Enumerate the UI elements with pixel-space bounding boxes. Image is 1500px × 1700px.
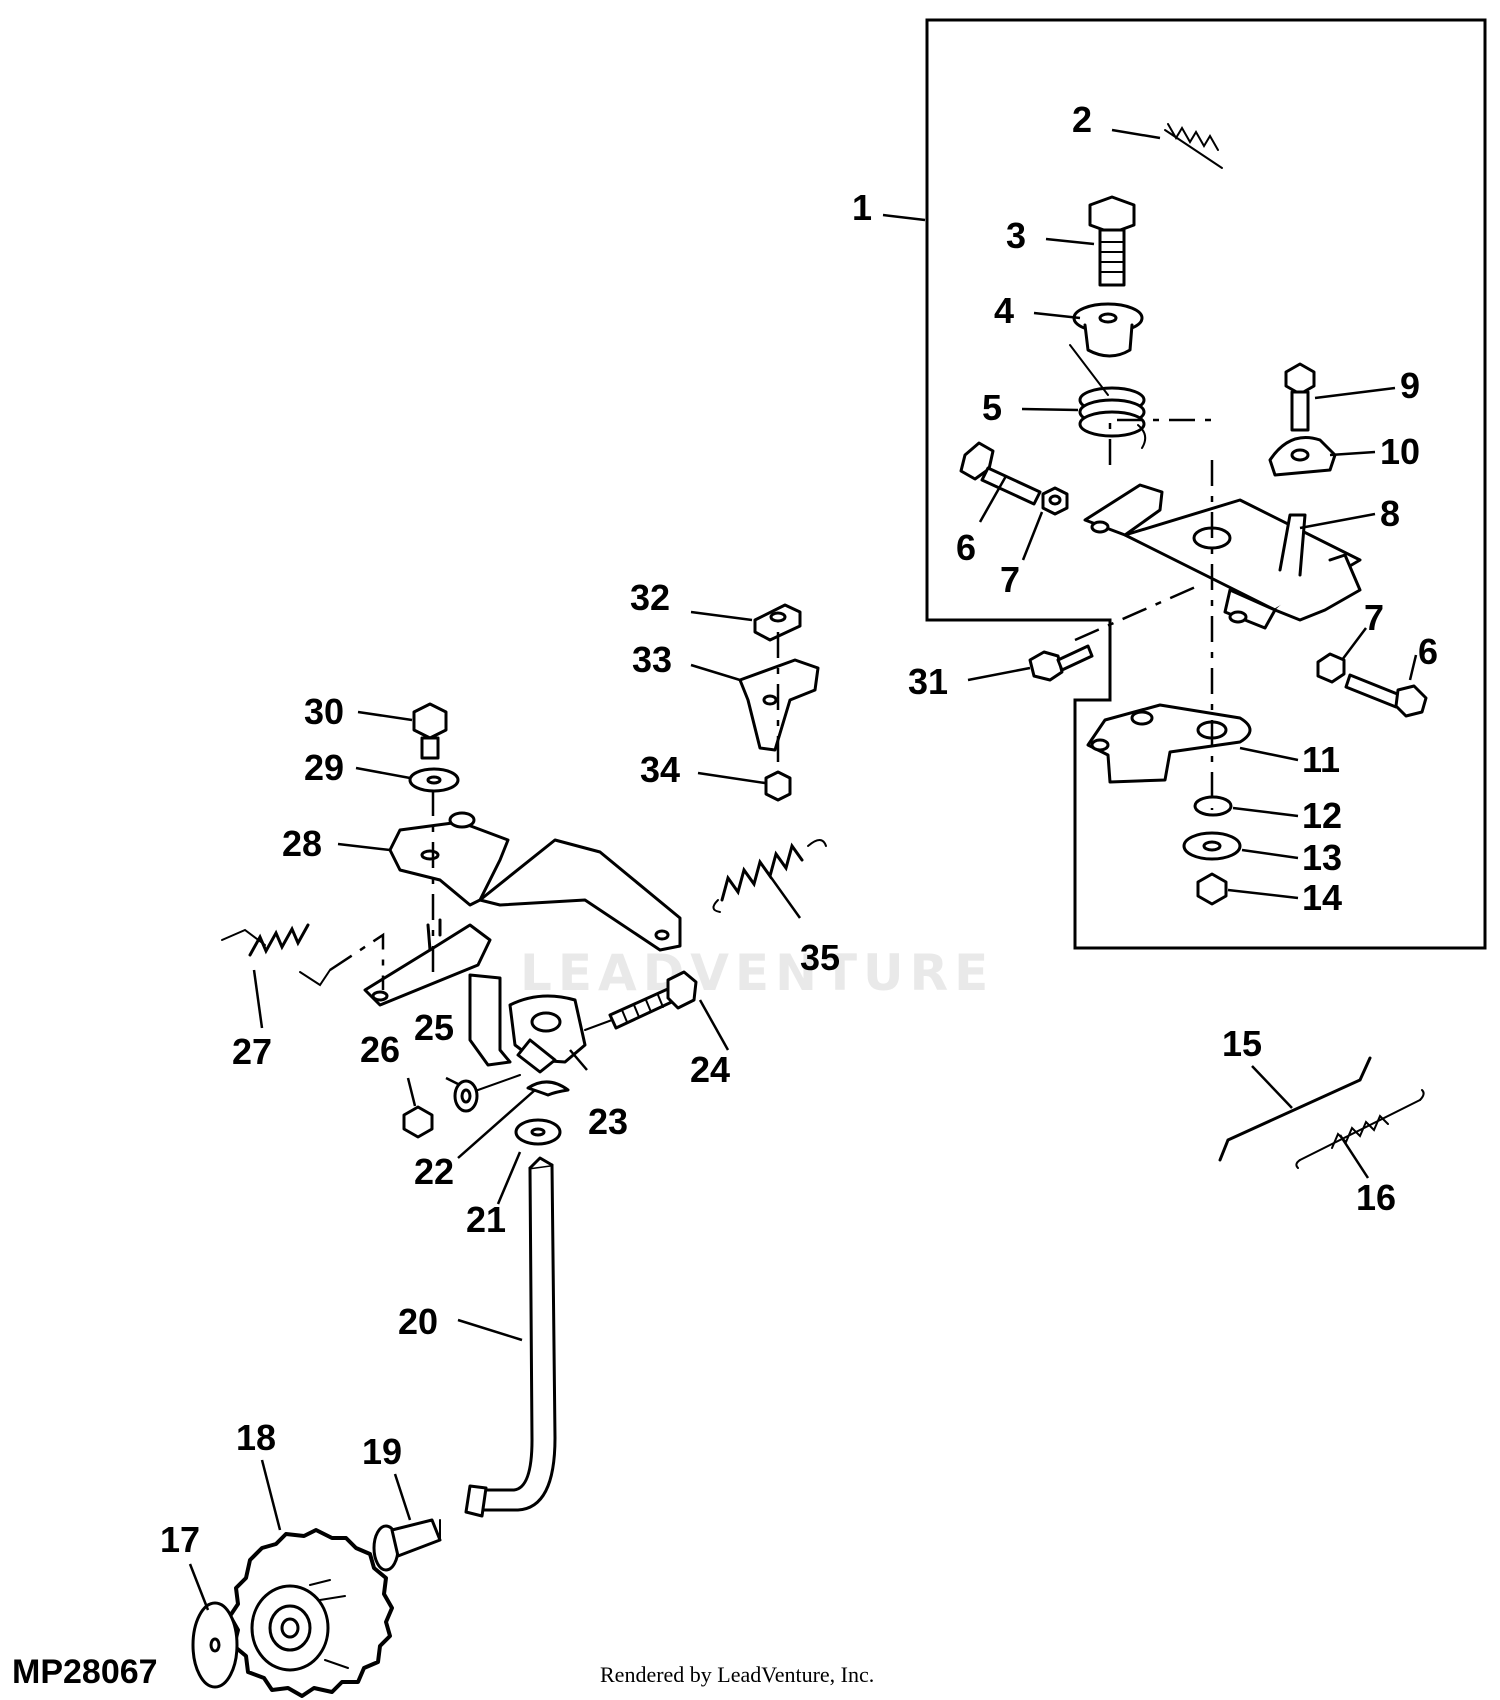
callout-7b: 7	[1364, 597, 1384, 638]
part-bolt-6a	[959, 441, 1042, 506]
callout-5: 5	[982, 387, 1002, 428]
callout-6b: 6	[1418, 631, 1438, 672]
part-bracket-8	[1083, 483, 1362, 630]
callout-11: 11	[1302, 739, 1340, 780]
part-nut-14	[1196, 872, 1228, 906]
callout-35: 35	[800, 937, 840, 978]
figure-id: MP28067	[12, 1653, 158, 1691]
callout-19: 19	[362, 1431, 402, 1472]
callout-8: 8	[1380, 493, 1400, 534]
callout-9: 9	[1400, 365, 1420, 406]
callout-27: 27	[232, 1031, 272, 1072]
watermark: LEADVENTURE	[520, 944, 994, 1002]
part-washer-17	[191, 1601, 239, 1689]
part-rod-15	[1218, 1056, 1372, 1162]
callout-10: 10	[1380, 431, 1420, 472]
callout-17: 17	[160, 1519, 200, 1560]
part-nut-34	[764, 770, 792, 802]
part-washer-13	[1182, 831, 1242, 861]
callout-6a: 6	[956, 527, 976, 568]
assembly-line-kit-link	[1108, 418, 1212, 465]
callout-34: 34	[640, 749, 680, 790]
part-bolt-9	[1284, 362, 1316, 432]
assembly-line-27	[329, 932, 385, 990]
callout-7a: 7	[1000, 559, 1020, 600]
callout-1: 1	[852, 187, 872, 228]
callout-31: 31	[908, 661, 948, 702]
part-washer-12	[1193, 795, 1233, 817]
part-clip-10	[1268, 436, 1337, 477]
callout-33: 33	[632, 639, 672, 680]
callout-18: 18	[236, 1417, 276, 1458]
callout-32: 32	[630, 577, 670, 618]
assembly-line-31	[1074, 583, 1201, 642]
part-nut-7a	[1041, 486, 1069, 516]
callout-16: 16	[1356, 1177, 1396, 1218]
part-clamp-23	[508, 994, 587, 1074]
callout-30: 30	[304, 691, 344, 732]
callout-26: 26	[360, 1029, 400, 1070]
part-spring-coil-5	[1069, 344, 1147, 449]
callout-12: 12	[1302, 795, 1342, 836]
callout-15: 15	[1222, 1023, 1262, 1064]
part-bolt-31	[1028, 644, 1094, 682]
callout-28: 28	[282, 823, 322, 864]
part-lever-arm-28	[388, 811, 682, 952]
leader-lines	[188, 128, 1418, 1611]
callout-13: 13	[1302, 837, 1342, 878]
callout-25: 25	[414, 1007, 454, 1048]
part-bolt-6b	[1344, 673, 1428, 718]
callout-29: 29	[304, 747, 344, 788]
part-block-32	[753, 603, 802, 642]
callout-labels: 1 2 3 4 5 6 7 8 9 10 7 6 11 12 13 14 15 …	[160, 99, 1438, 1560]
part-spring-35	[712, 839, 827, 913]
part-nut-26	[402, 1105, 434, 1139]
assembly-line-24	[584, 1019, 613, 1031]
part-bolt-30	[412, 702, 448, 760]
render-credit: Rendered by LeadVenture, Inc.	[600, 1662, 874, 1687]
part-eclip-22	[526, 1080, 570, 1097]
part-governor-bracket	[363, 918, 512, 1067]
callout-14: 14	[1302, 877, 1342, 918]
part-spring-27	[221, 923, 331, 987]
callout-21: 21	[466, 1199, 506, 1240]
part-nut-7b	[1316, 652, 1346, 684]
callout-22: 22	[414, 1151, 454, 1192]
callout-23: 23	[588, 1101, 628, 1142]
part-gear-18	[228, 1528, 394, 1698]
part-cap-4	[1072, 302, 1144, 358]
part-shaft-20	[464, 1156, 557, 1518]
part-lever-11	[1086, 703, 1252, 784]
part-spring-16	[1295, 1089, 1425, 1169]
callout-4: 4	[994, 290, 1014, 331]
part-pin-19	[372, 1518, 442, 1572]
part-bolt-3	[1088, 195, 1136, 287]
part-washer-29	[408, 767, 460, 793]
callout-20: 20	[398, 1301, 438, 1342]
kit-boundary-outline	[925, 18, 1487, 950]
assembly-line-25	[477, 1074, 521, 1091]
part-washer-25	[453, 1079, 479, 1113]
callout-24: 24	[690, 1049, 730, 1090]
part-spring-small	[1164, 123, 1223, 169]
callout-2: 2	[1072, 99, 1092, 140]
part-bolt-24	[608, 970, 698, 1030]
part-washer-21	[514, 1118, 562, 1146]
callout-3: 3	[1006, 215, 1026, 256]
